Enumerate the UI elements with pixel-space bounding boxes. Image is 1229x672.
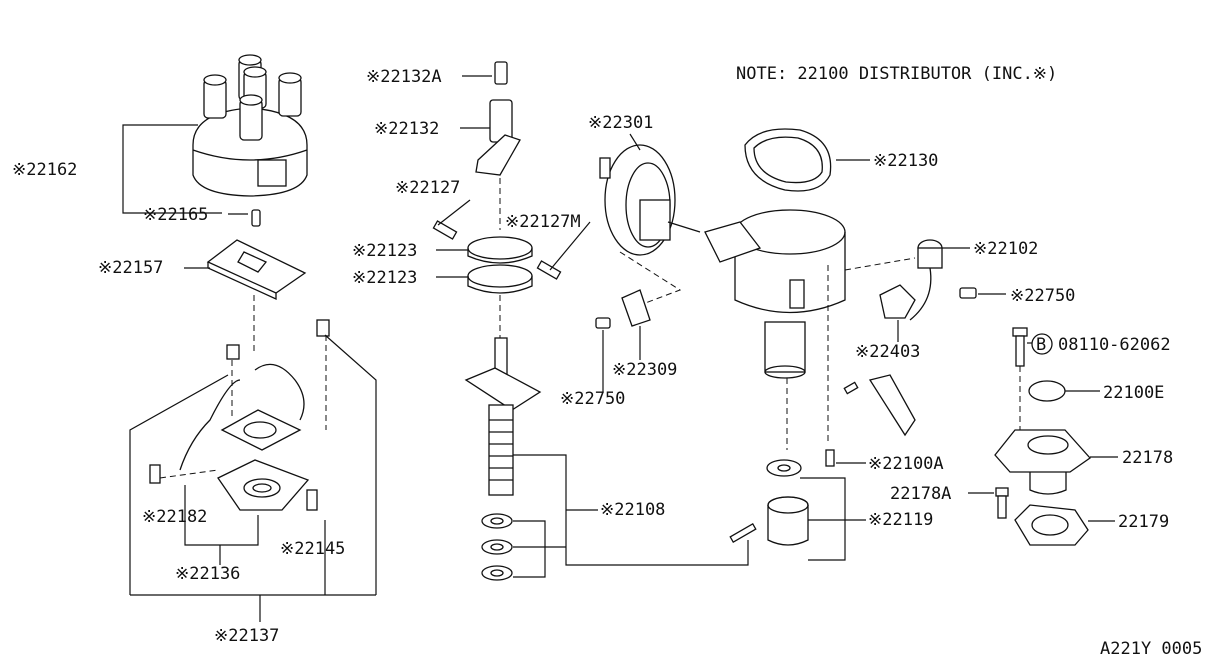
label-22100a: ※22100A (868, 454, 944, 474)
label-22127: ※22127 (395, 178, 460, 198)
bracket-22137-right (324, 334, 377, 595)
gasket-22179-drawing (1014, 504, 1089, 546)
distributor-shaft-drawing (464, 337, 542, 496)
rotor-head-drawing (206, 239, 307, 301)
label-22137: ※22137 (214, 626, 279, 646)
label-22179: 22179 (1118, 512, 1169, 532)
leader-22127 (437, 199, 471, 226)
o-ring-22100e-drawing (1028, 380, 1066, 402)
shaft-washers-drawing (481, 513, 513, 581)
leader-22162 (122, 124, 222, 214)
label-22165: ※22165 (143, 205, 208, 225)
label-22132: ※22132 (374, 119, 439, 139)
label-22145: ※22145 (280, 539, 345, 559)
collar-22119-drawing (729, 496, 809, 546)
label-22130: ※22130 (873, 151, 938, 171)
bracket-22137-left (129, 374, 229, 595)
vacuum-fitting-drawing (475, 61, 521, 176)
leader-22127m (549, 221, 591, 271)
dashed-vacuum-link (619, 251, 682, 306)
label-22100e: 22100E (1103, 383, 1164, 403)
label-22309: ※22309 (612, 360, 677, 380)
label-22136: ※22136 (175, 564, 240, 584)
bolt-marker-circle (1031, 333, 1053, 355)
label-22132a: ※22132A (366, 67, 442, 87)
bolt-marker-letter: B (1036, 335, 1046, 355)
label-22157: ※22157 (98, 258, 163, 278)
label-22102: ※22102 (973, 239, 1038, 259)
label-22750-right: ※22750 (1010, 286, 1075, 306)
label-08110-62062: 08110-62062 (1058, 335, 1171, 355)
clamp-22403-drawing (843, 284, 916, 437)
label-22403: ※22403 (855, 342, 920, 362)
label-22750-left: ※22750 (560, 389, 625, 409)
note-text: NOTE: 22100 DISTRIBUTOR (INC.※) (736, 64, 1057, 84)
cap-spring-drawing (251, 209, 261, 227)
clip-22309-drawing (621, 289, 651, 327)
bolt-22178a-drawing (995, 487, 1009, 519)
vacuum-advance-unit-drawing (599, 144, 701, 256)
distributor-housing-drawing (704, 209, 846, 379)
dashed-condenser-link (844, 257, 916, 271)
label-22127m: ※22127M (505, 212, 581, 232)
cap-gasket-drawing (744, 128, 832, 192)
label-22182: ※22182 (142, 507, 207, 527)
screw-22750-left-drawing (595, 317, 611, 329)
bracket-22182 (184, 485, 259, 546)
governor-weights-drawing (432, 220, 562, 294)
distributor-cap-drawing (192, 54, 308, 197)
label-22178: 22178 (1122, 448, 1173, 468)
label-22119: ※22119 (868, 510, 933, 530)
washer-22100a-drawing (766, 449, 835, 477)
label-22162: ※22162 (12, 160, 77, 180)
label-22178a: 22178A (890, 484, 951, 504)
bracket-22119 (800, 477, 846, 561)
plate-22178-drawing (994, 429, 1091, 495)
dashed-screw-bottom (159, 469, 219, 479)
condenser-drawing (909, 239, 943, 321)
label-22123-lower: ※22123 (352, 268, 417, 288)
label-22123-upper: ※22123 (352, 241, 417, 261)
bolt-08110-drawing (1012, 327, 1028, 367)
leader-22108-shaft (513, 454, 749, 566)
screw-22750-right-drawing (959, 287, 977, 299)
label-22108: ※22108 (600, 500, 665, 520)
leader-22301 (629, 133, 641, 151)
label-22301: ※22301 (588, 113, 653, 133)
bracket-washers (513, 520, 566, 578)
drawing-code: A221Y 0005 (1100, 639, 1202, 659)
breaker-plate-drawing (149, 319, 330, 511)
